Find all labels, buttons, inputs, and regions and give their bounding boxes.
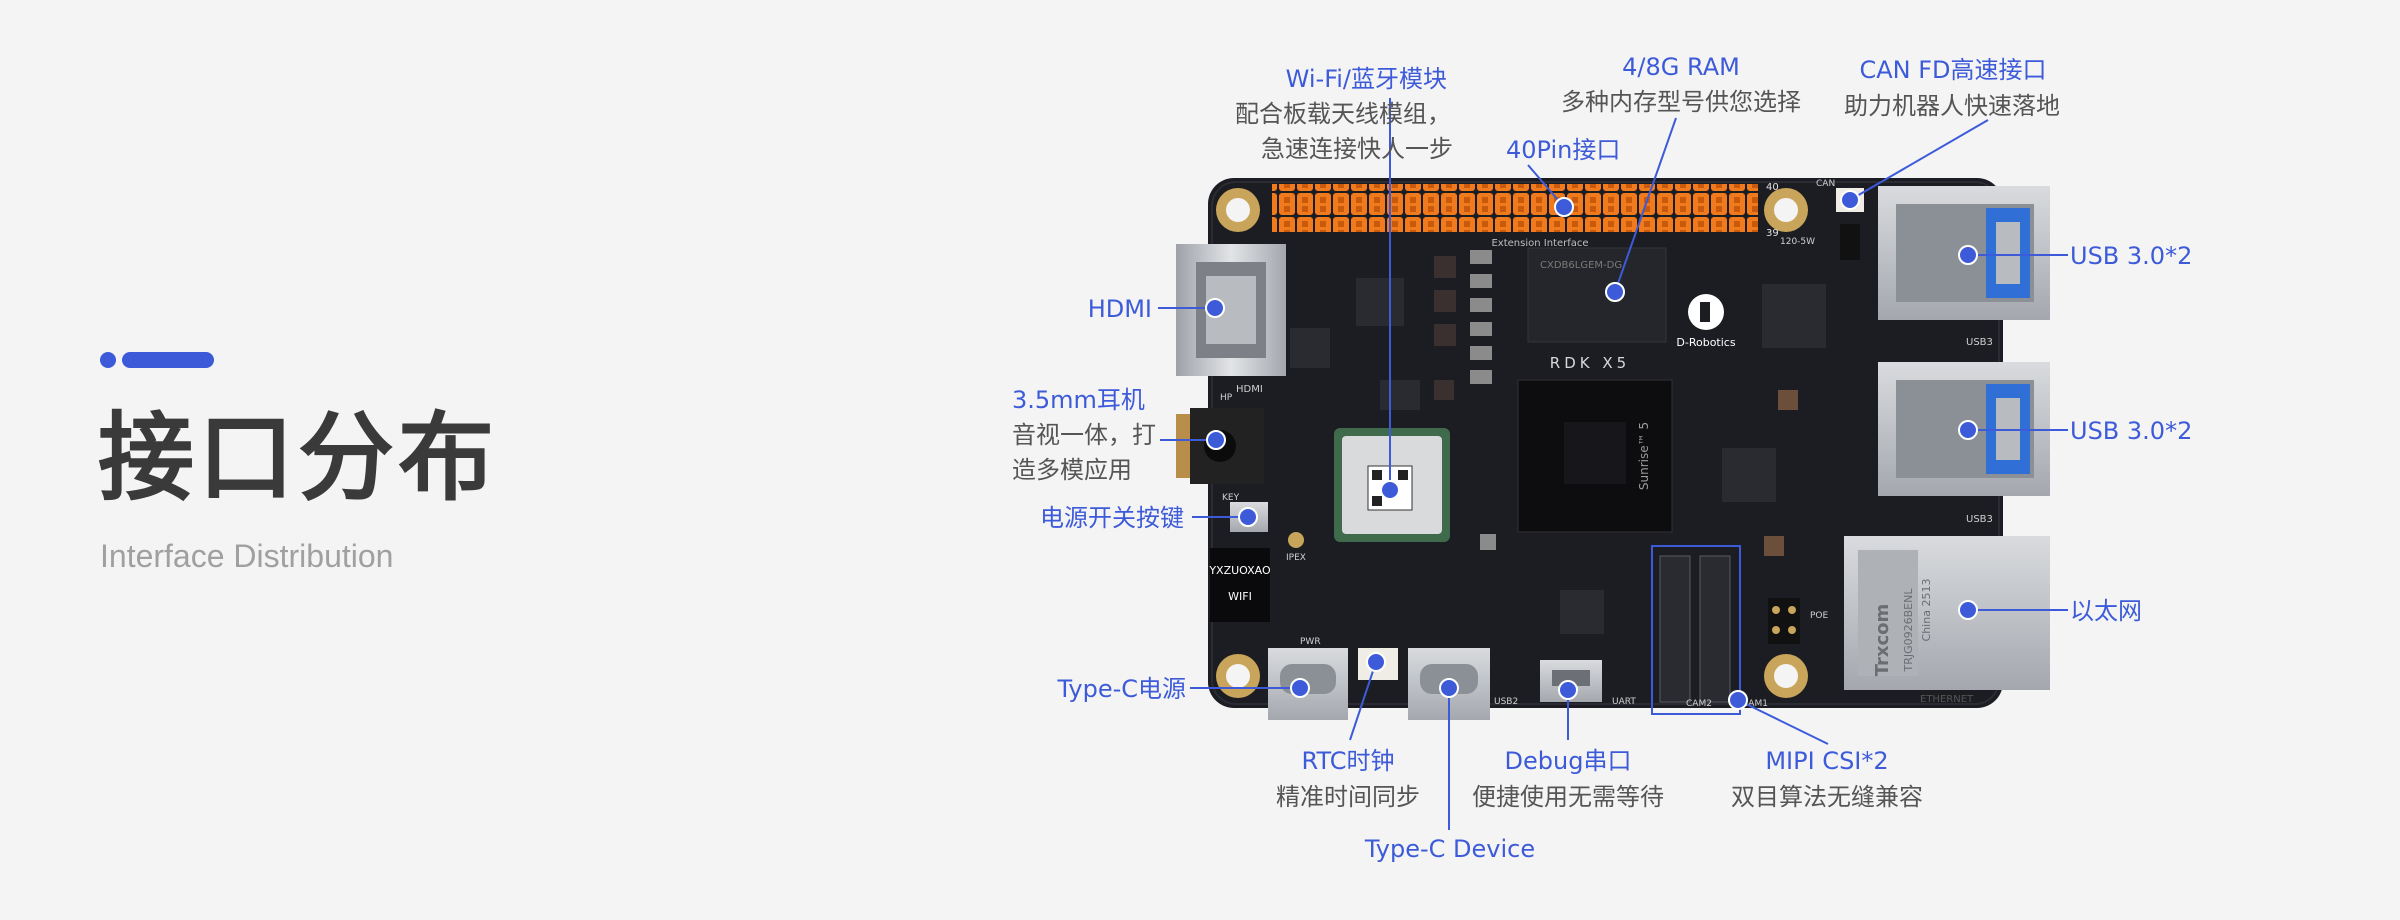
can-res-silk: 120-5W bbox=[1780, 237, 1815, 247]
hdmi-callout-title: HDMI bbox=[1088, 295, 1152, 323]
hp-silk: HP bbox=[1220, 393, 1233, 403]
wifi-callout-line1: 配合板载天线模组， bbox=[1235, 100, 1451, 128]
eth-silk: ETHERNET bbox=[1920, 694, 1974, 705]
logo-text: D-Robotics bbox=[1676, 336, 1735, 349]
ram-chip: CXDB6LGEM-DG bbox=[1527, 247, 1667, 343]
key-silk: KEY bbox=[1222, 493, 1240, 503]
rj45-brand: Trxcom bbox=[1872, 604, 1893, 677]
callout-dots bbox=[1205, 190, 1978, 710]
cam1-silk: CAM1 bbox=[1742, 699, 1768, 709]
pwr-silk: PWR bbox=[1300, 637, 1321, 647]
decoration-bar bbox=[122, 352, 214, 368]
ram-callout-title: 4/8G RAM bbox=[1622, 53, 1740, 81]
wifi-callout-line2: 急速连接快人一步 bbox=[1261, 135, 1453, 163]
extension-interface-label: Extension Interface bbox=[1491, 238, 1588, 249]
rtc-callout-title: RTC时钟 bbox=[1302, 747, 1395, 775]
can-callout-title: CAN FD高速接口 bbox=[1859, 56, 2046, 84]
audio-callout-line1: 音视一体，打 bbox=[1012, 421, 1156, 449]
passive-components bbox=[1290, 250, 1492, 410]
d-robotics-logo: D-Robotics bbox=[1676, 294, 1736, 349]
power-button-callout-title: 电源开关按键 bbox=[1040, 504, 1184, 532]
typec-power-callout-title: Type-C电源 bbox=[1056, 675, 1186, 703]
ethernet-callout-title: 以太网 bbox=[2070, 597, 2142, 625]
poe-silk: POE bbox=[1810, 611, 1829, 621]
ipex-silk: IPEX bbox=[1286, 553, 1306, 563]
wifi-sub-label: WIFI bbox=[1228, 590, 1252, 603]
decoration-dot bbox=[100, 352, 116, 368]
pin40-label: 40 bbox=[1766, 182, 1779, 193]
cam2-silk: CAM2 bbox=[1686, 699, 1712, 709]
rj45-date: China 2513 bbox=[1920, 579, 1933, 642]
soc-chip: Sunrise™ 5 bbox=[1517, 379, 1673, 533]
callout-labels: Wi-Fi/蓝牙模块 配合板载天线模组， 急速连接快人一步 4/8G RAM 多… bbox=[1012, 53, 2192, 863]
mipi-callout-line1: 双目算法无缝兼容 bbox=[1731, 783, 1923, 811]
page-subtitle: Interface Distribution bbox=[100, 538, 394, 574]
debug-callout-line1: 便捷使用无需等待 bbox=[1472, 783, 1664, 811]
can-silk: CAN bbox=[1816, 179, 1835, 189]
mipi-csi-connectors: CAM2 CAM1 bbox=[1651, 545, 1768, 715]
uart-silk: UART bbox=[1612, 697, 1636, 707]
ram-callout-line1: 多种内存型号供您选择 bbox=[1561, 88, 1801, 116]
controller-chips bbox=[1434, 284, 1826, 634]
audio-jack: HP bbox=[1176, 393, 1264, 484]
typec-device-callout-title: Type-C Device bbox=[1364, 835, 1535, 863]
page-title: 接口分布 bbox=[98, 402, 498, 514]
rtc-callout-line1: 精准时间同步 bbox=[1276, 783, 1420, 811]
usb-bottom-callout-title: USB 3.0*2 bbox=[2070, 417, 2192, 445]
title-decoration bbox=[100, 352, 216, 368]
pin40-callout-title: 40Pin接口 bbox=[1506, 136, 1620, 164]
wifi-callout-title: Wi-Fi/蓝牙模块 bbox=[1286, 65, 1447, 93]
wifi-antenna-block: YXZUOXAO WIFI IPEX bbox=[1208, 532, 1306, 622]
audio-callout-line2: 造多模应用 bbox=[1012, 456, 1132, 484]
hdmi-silk: HDMI bbox=[1236, 384, 1263, 395]
pin39-label: 39 bbox=[1766, 228, 1779, 239]
usb3-bottom-silk: USB3 bbox=[1966, 514, 1993, 525]
typec-power-port: PWR bbox=[1268, 637, 1348, 720]
soc-label: Sunrise™ 5 bbox=[1637, 422, 1651, 490]
can-callout-line1: 助力机器人快速落地 bbox=[1844, 92, 2060, 120]
wifi-chip-label: YXZUOXAO bbox=[1208, 564, 1271, 577]
poe-header: POE bbox=[1768, 598, 1829, 644]
audio-callout-title: 3.5mm耳机 bbox=[1012, 386, 1145, 414]
ethernet-port: Trxcom TRJG0926BENL China 2513 ETHERNET bbox=[1844, 536, 2050, 705]
gpio-header: 40 39 Extension Interface bbox=[1272, 182, 1779, 249]
usb-top-callout-title: USB 3.0*2 bbox=[2070, 242, 2192, 270]
ram-chip-label: CXDB6LGEM-DG bbox=[1540, 260, 1622, 271]
usb3-top-silk: USB3 bbox=[1966, 337, 1993, 348]
debug-callout-title: Debug串口 bbox=[1505, 747, 1632, 775]
mipi-callout-title: MIPI CSI*2 bbox=[1765, 747, 1888, 775]
leader-lines bbox=[1158, 98, 2068, 830]
model-silk: RDK X5 bbox=[1550, 354, 1630, 372]
usb2-silk: USB2 bbox=[1494, 697, 1518, 707]
hdmi-port: HDMI bbox=[1176, 244, 1286, 395]
rj45-code: TRJG0926BENL bbox=[1902, 588, 1915, 673]
